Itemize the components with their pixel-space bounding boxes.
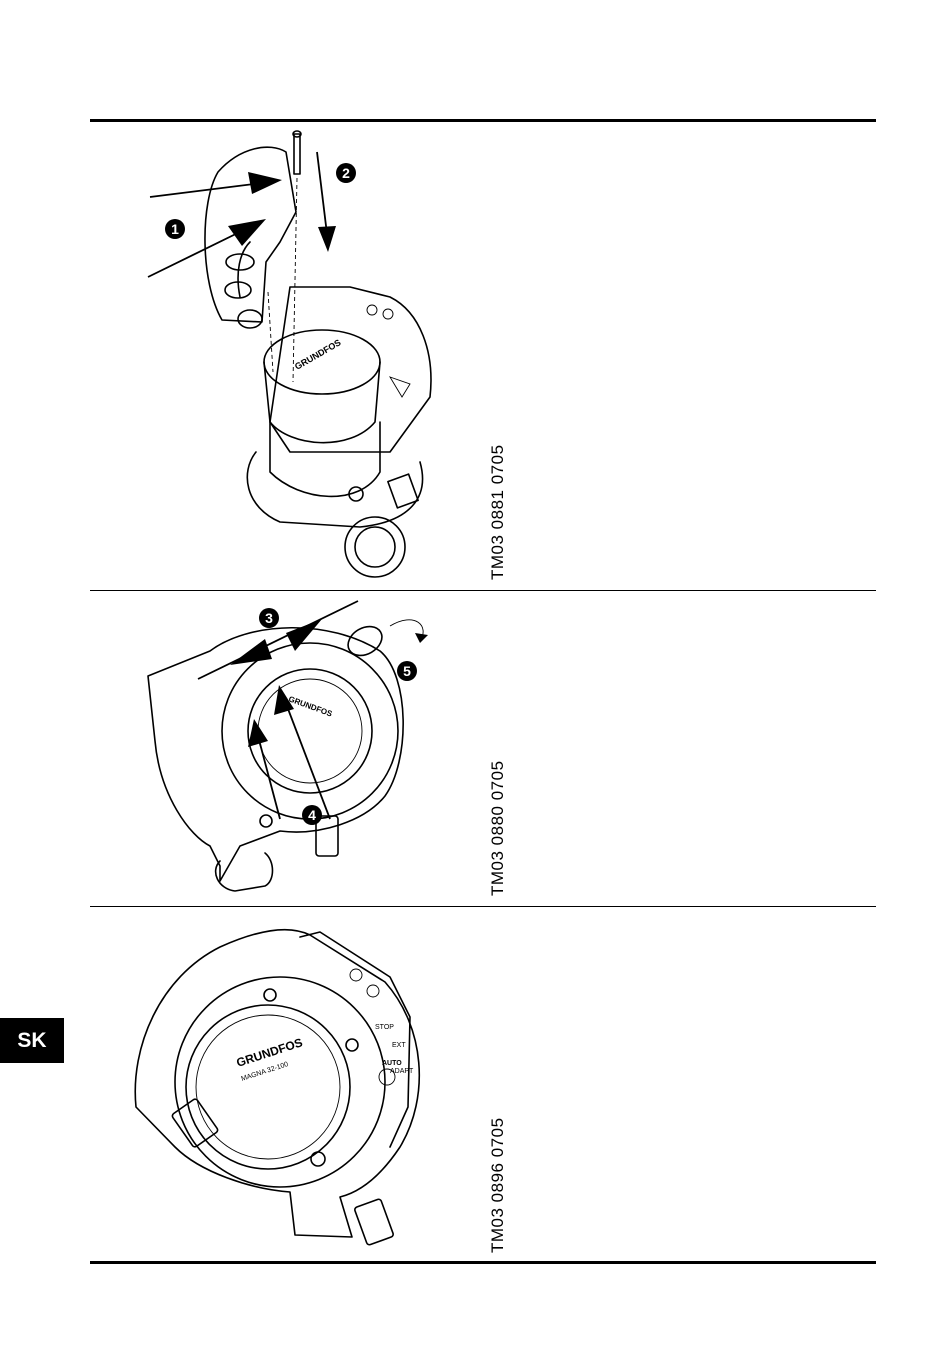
language-tab: SK bbox=[0, 1018, 64, 1063]
svg-text:2: 2 bbox=[342, 165, 350, 181]
figure-2-code: TM03 0880 0705 bbox=[488, 760, 508, 896]
outer-ring bbox=[175, 977, 385, 1187]
inlet-flange bbox=[216, 853, 273, 891]
figure-1-panel: GRUNDFOS 1 2 TM03 0881 0705 bbox=[90, 122, 876, 590]
motor-top bbox=[264, 330, 380, 394]
pointer-arrow-upper bbox=[248, 172, 282, 194]
ext-label: EXT bbox=[392, 1042, 406, 1049]
step-badge-5: 5 bbox=[397, 661, 417, 681]
step-badge-2: 2 bbox=[336, 163, 356, 183]
pump-brand-text: GRUNDFOS bbox=[235, 1035, 305, 1070]
pump-outlet bbox=[345, 517, 405, 577]
svg-text:1: 1 bbox=[171, 221, 179, 237]
step-badge-3: 3 bbox=[259, 608, 279, 628]
auto-label: AUTO bbox=[382, 1060, 402, 1067]
figure-1-code: TM03 0881 0705 bbox=[488, 444, 508, 580]
motor-ring bbox=[186, 1005, 350, 1169]
insert-arrow-right bbox=[286, 619, 322, 651]
figure-1-illustration: GRUNDFOS 1 2 bbox=[90, 122, 876, 590]
push-line-1 bbox=[258, 736, 280, 819]
push-arrow-1 bbox=[248, 719, 268, 747]
figure-3-illustration: GRUNDFOS MAGNA 32-100 AUTO ADAPT EXT STO… bbox=[90, 907, 876, 1261]
step-badge-1: 1 bbox=[165, 219, 185, 239]
pump-housing bbox=[247, 452, 422, 527]
figure-3-panel: GRUNDFOS MAGNA 32-100 AUTO ADAPT EXT STO… bbox=[90, 907, 876, 1261]
down-direction-arrow bbox=[318, 226, 336, 252]
pump-brand-text: GRUNDFOS bbox=[287, 694, 334, 718]
pump-outline bbox=[135, 930, 419, 1237]
down-direction-line bbox=[317, 152, 327, 234]
insert-line bbox=[198, 601, 358, 679]
cable-gland-bottom bbox=[354, 1198, 394, 1245]
step-badge-4: 4 bbox=[302, 805, 322, 825]
stop-label: STOP bbox=[375, 1024, 394, 1031]
motor-ring bbox=[248, 669, 372, 793]
pump-outline bbox=[148, 628, 403, 881]
adapt-label: ADAPT bbox=[390, 1068, 414, 1075]
svg-text:3: 3 bbox=[265, 610, 273, 626]
figure-2-panel: GRUNDFOS 3 4 5 TM03 0880 0705 bbox=[90, 591, 876, 906]
push-line-2 bbox=[285, 701, 330, 819]
bottom-rule bbox=[90, 1261, 876, 1264]
cable-gland bbox=[316, 816, 338, 856]
screw bbox=[294, 134, 300, 174]
insert-arrow-left bbox=[230, 639, 272, 665]
figure-2-illustration: GRUNDFOS 3 4 5 bbox=[90, 591, 876, 906]
pump-brand-text: GRUNDFOS bbox=[293, 337, 343, 371]
pointer-arrow-lower bbox=[228, 219, 266, 246]
screwdriver-handle bbox=[343, 621, 387, 662]
svg-text:4: 4 bbox=[308, 807, 316, 823]
cable-gland bbox=[388, 474, 418, 508]
svg-text:5: 5 bbox=[403, 663, 411, 679]
figure-3-code: TM03 0896 0705 bbox=[488, 1117, 508, 1253]
